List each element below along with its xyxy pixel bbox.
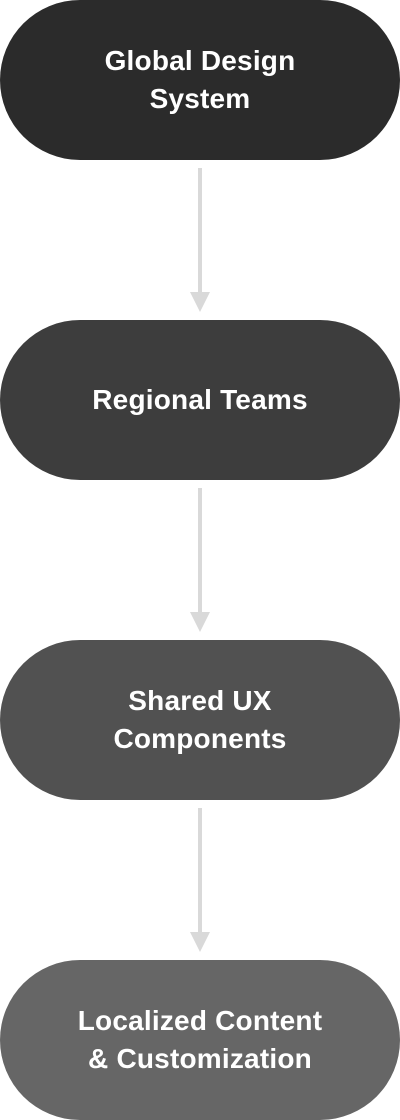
node-localized-content: Localized Content & Customization bbox=[0, 960, 400, 1120]
node-label: Global Design System bbox=[104, 45, 296, 114]
arrow-down-icon bbox=[190, 808, 210, 952]
arrow-down-icon bbox=[190, 168, 210, 312]
node-shared-ux-components: Shared UX Components bbox=[0, 640, 400, 800]
node-label: Localized Content & Customization bbox=[77, 1005, 323, 1074]
node-global-design-system: Global Design System bbox=[0, 0, 400, 160]
node-regional-teams: Regional Teams bbox=[0, 320, 400, 480]
arrow-down-icon bbox=[190, 488, 210, 632]
node-label: Shared UX Components bbox=[113, 685, 287, 754]
node-label: Regional Teams bbox=[92, 384, 308, 415]
